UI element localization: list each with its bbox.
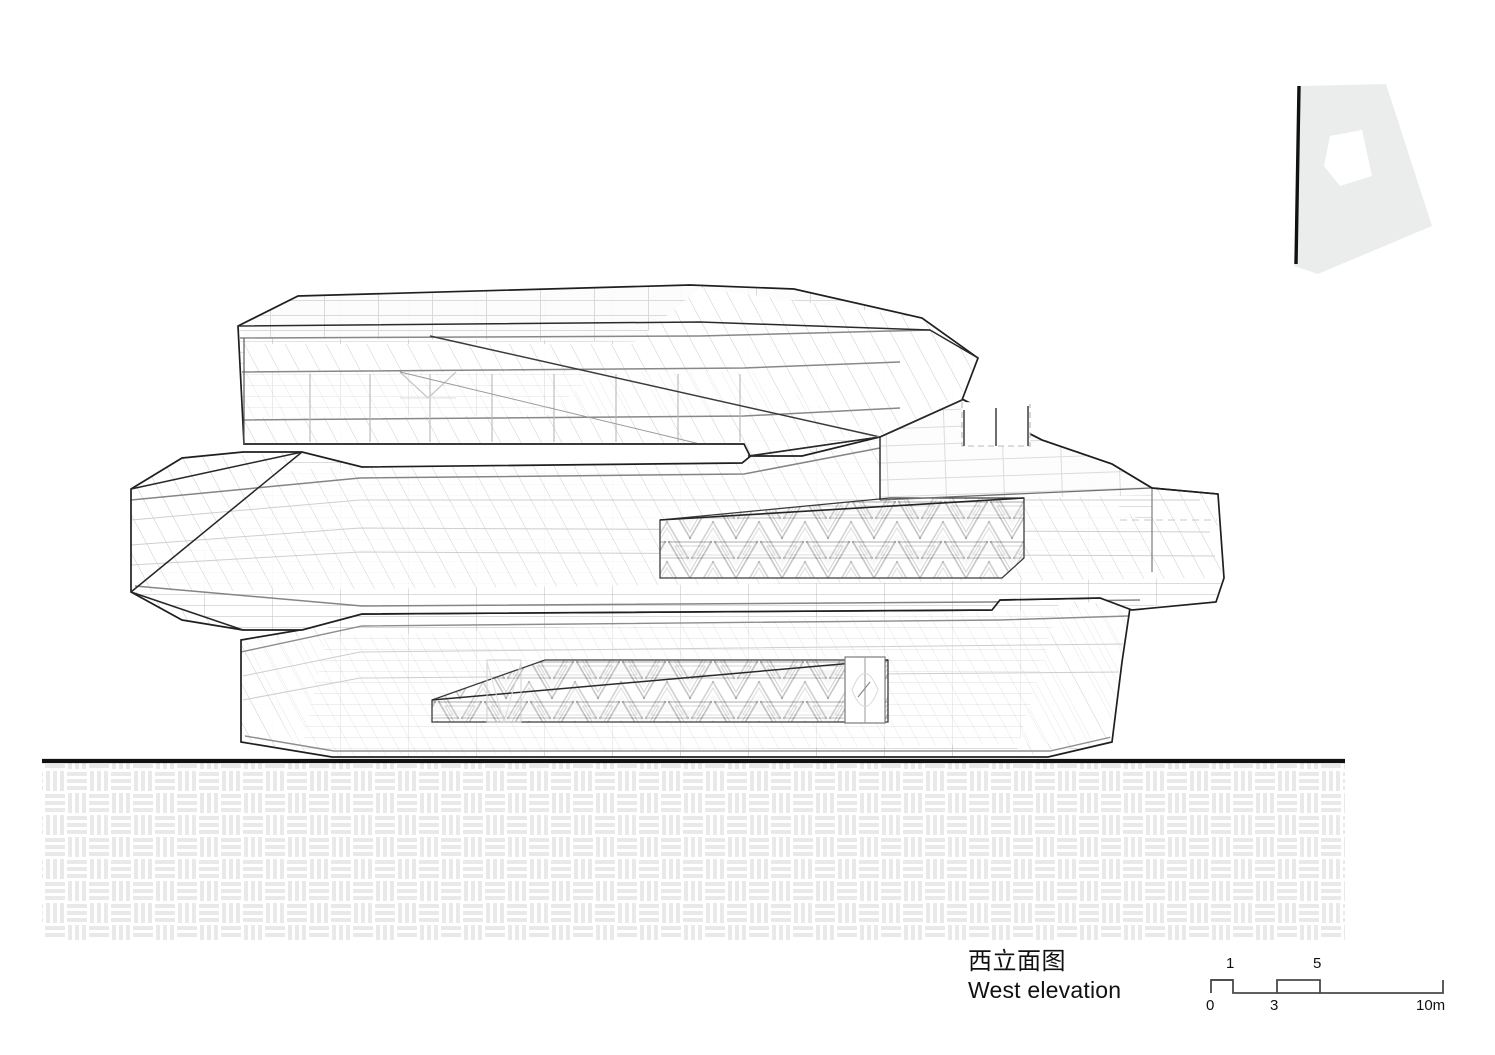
title-block: 西立面图 West elevation: [968, 948, 1228, 1004]
key-plan-building-void: [1324, 130, 1372, 186]
drawing-title-english: West elevation: [968, 976, 1122, 1003]
roof-vent-element: [961, 402, 1031, 447]
key-plan-west-edge-marker: [1294, 85, 1301, 265]
building-elevation: [130, 284, 1225, 758]
scale-tick-label-3: 3: [1270, 997, 1279, 1014]
lower-window: [486, 659, 522, 724]
lower-volume: [240, 597, 1131, 758]
upper-lattice-band: [659, 497, 1025, 579]
scale-tick-label-10m: 10m: [1416, 997, 1446, 1014]
ground-paving: [42, 763, 1345, 940]
drawing-title-chinese: 西立面图: [968, 947, 1066, 975]
entrance-door[interactable]: [844, 656, 886, 724]
scale-tick-label-0: 0: [1206, 997, 1215, 1014]
scale-tick-label-5: 5: [1313, 955, 1322, 972]
scale-bar-graphic: [1210, 979, 1444, 994]
scale-bar-labels: 1 5 0 3 10m: [1198, 955, 1468, 1017]
key-plan-site-polygon: [1294, 84, 1432, 274]
scale-tick-label-1: 1: [1226, 955, 1235, 972]
lower-lattice-band: [431, 659, 889, 723]
key-plan-location-diagram: [1294, 84, 1432, 274]
middle-volume-outline: [130, 397, 1225, 631]
upper-roof-eave: [237, 321, 979, 359]
upper-volume: [237, 284, 980, 457]
volume-junction-line: [747, 399, 963, 457]
middle-left-facets: [130, 451, 303, 631]
